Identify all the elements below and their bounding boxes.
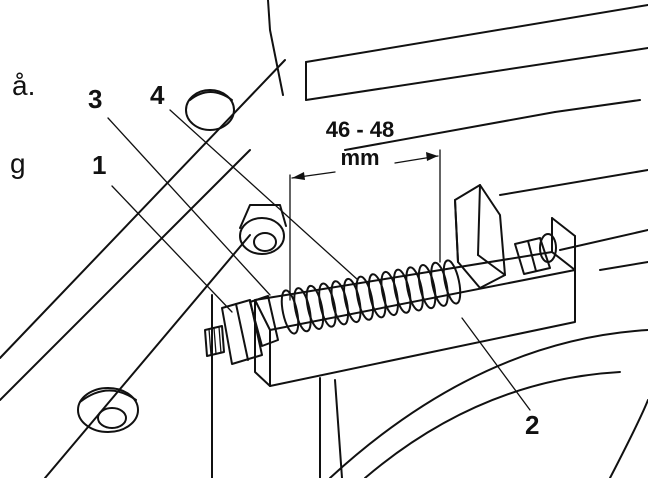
mounting-nut-lower xyxy=(77,387,139,433)
dimension-value: 46 - 48 xyxy=(325,117,395,142)
callout-2: 2 xyxy=(525,410,540,440)
tensioner-bracket xyxy=(254,217,576,387)
spring-stop-block xyxy=(454,184,506,289)
cropped-text-bottom: g xyxy=(10,148,26,179)
callout-3: 3 xyxy=(88,84,103,114)
spring-coil xyxy=(293,287,312,333)
spring-coil xyxy=(330,280,350,326)
dimension-unit: mm xyxy=(340,145,380,170)
cropped-text-top: å. xyxy=(12,70,36,101)
spring-coil xyxy=(305,284,325,330)
spring-coil xyxy=(318,282,337,328)
callout-4: 4 xyxy=(150,80,165,110)
spring-coil xyxy=(392,268,412,314)
callout-1: 1 xyxy=(92,150,107,180)
mounting-nut-upper xyxy=(185,89,235,131)
end-nut xyxy=(514,233,557,275)
tension-spring xyxy=(280,259,462,335)
spring-coil xyxy=(343,277,362,324)
spring-coil xyxy=(355,275,375,321)
spring-coil xyxy=(405,266,424,312)
spring-coil xyxy=(380,270,399,317)
leader-lines xyxy=(107,109,531,411)
adjusting-bolt xyxy=(204,295,279,365)
spring-coil xyxy=(280,289,300,335)
dimension-lines xyxy=(289,149,441,301)
spring-coil xyxy=(442,259,462,305)
spring-coil xyxy=(430,261,449,307)
spring-coil xyxy=(417,264,437,310)
mounting-nut-middle xyxy=(239,204,287,255)
spring-coil xyxy=(367,273,387,319)
